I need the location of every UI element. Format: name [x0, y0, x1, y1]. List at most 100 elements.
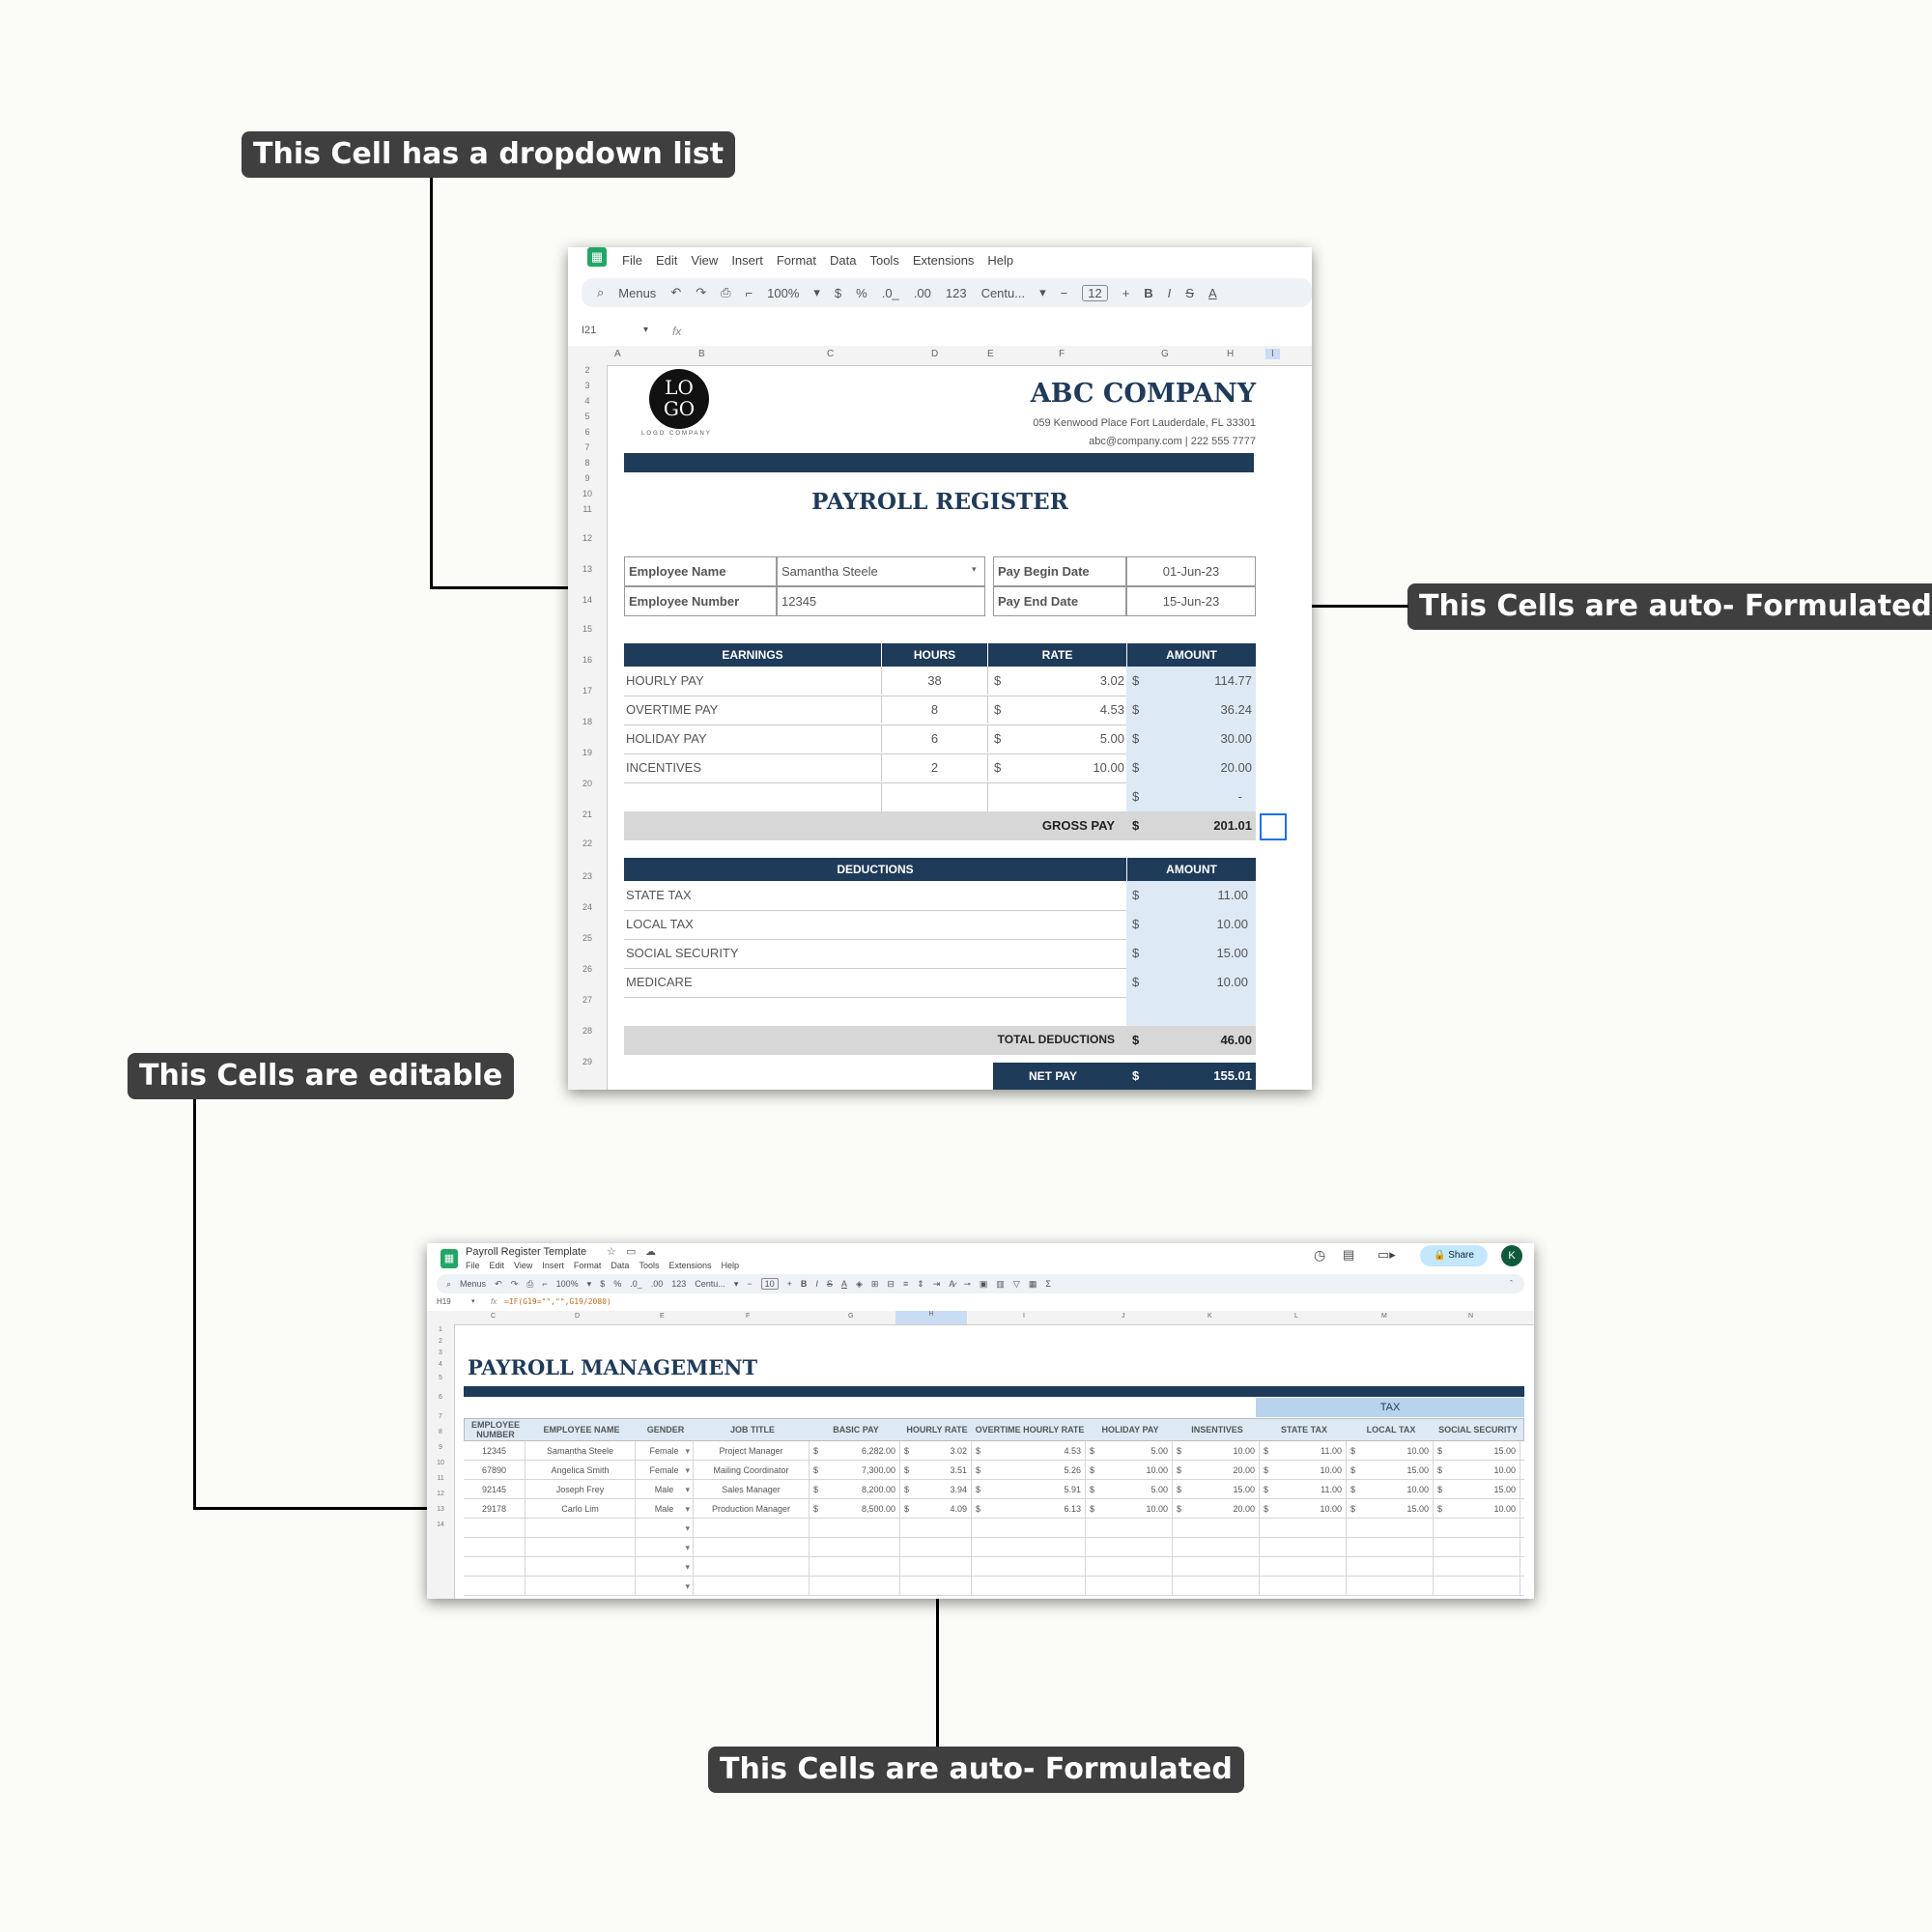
pay-end-date[interactable]: 15-Jun-23: [1126, 586, 1256, 616]
holiday-pay-cell[interactable]: [1086, 1519, 1173, 1538]
paint-format-icon[interactable]: ⌐: [745, 285, 753, 300]
row-header[interactable]: 10: [582, 489, 592, 498]
basic-pay-cell[interactable]: $7,300.00: [810, 1461, 900, 1480]
zoom-select[interactable]: 100%: [767, 285, 800, 300]
basic-pay-cell[interactable]: [810, 1557, 900, 1577]
insentives-cell[interactable]: $10.00: [1173, 1441, 1260, 1461]
chevron-down-icon[interactable]: ▾: [1039, 285, 1046, 299]
column-header[interactable]: M: [1381, 1313, 1387, 1320]
holiday-pay-cell[interactable]: $10.00: [1086, 1499, 1173, 1519]
employee-name-cell[interactable]: Samantha Steele: [526, 1441, 636, 1461]
menu-view[interactable]: View: [691, 253, 719, 268]
menu-extensions[interactable]: Extensions: [668, 1261, 712, 1270]
row-header[interactable]: 12: [437, 1491, 444, 1497]
increase-decimal-button[interactable]: .00: [913, 285, 931, 300]
state-tax-cell[interactable]: $10.00: [1260, 1461, 1347, 1480]
insentives-cell[interactable]: [1173, 1538, 1260, 1557]
increase-decimal-button[interactable]: .00: [650, 1279, 664, 1289]
font-size-increase[interactable]: +: [786, 1279, 792, 1289]
employee-name-cell[interactable]: [526, 1538, 636, 1557]
chevron-down-icon[interactable]: ▾: [685, 1504, 690, 1514]
employee-number-cell[interactable]: 92145: [464, 1480, 526, 1499]
menus-search[interactable]: Menus: [618, 285, 657, 300]
employee-number-cell[interactable]: [464, 1577, 526, 1596]
column-header[interactable]: G: [1161, 349, 1169, 359]
overtime-hourly-rate-cell[interactable]: [972, 1538, 1086, 1557]
basic-pay-cell[interactable]: [810, 1577, 900, 1596]
font-size-input[interactable]: 10: [760, 1278, 779, 1290]
hourly-rate-cell[interactable]: $4.09: [900, 1499, 972, 1519]
hourly-rate-cell[interactable]: $3.51: [900, 1461, 972, 1480]
text-color-icon[interactable]: A: [840, 1279, 847, 1289]
row-header[interactable]: 16: [582, 655, 592, 665]
menu-tools[interactable]: Tools: [869, 253, 899, 268]
row-header[interactable]: 7: [584, 442, 590, 452]
row-header[interactable]: 14: [582, 595, 592, 605]
gender-cell[interactable]: Female▾: [636, 1461, 694, 1480]
gender-cell[interactable]: ▾: [636, 1557, 694, 1577]
holiday-pay-cell[interactable]: [1086, 1538, 1173, 1557]
column-header[interactable]: H: [895, 1311, 967, 1324]
comment-icon[interactable]: ▣: [979, 1278, 988, 1289]
column-header[interactable]: C: [491, 1313, 497, 1320]
insentives-cell[interactable]: $15.00: [1173, 1480, 1260, 1499]
row-header[interactable]: 2: [584, 365, 590, 375]
deduction-label[interactable]: STATE TAX: [626, 888, 692, 902]
column-header[interactable]: I: [1023, 1313, 1025, 1320]
italic-icon[interactable]: I: [1167, 285, 1172, 300]
row-header[interactable]: 20: [582, 779, 592, 788]
holiday-pay-cell[interactable]: [1086, 1577, 1173, 1596]
comment-icon[interactable]: ▤: [1343, 1247, 1355, 1262]
row-header[interactable]: 4: [439, 1361, 442, 1368]
pay-begin-date[interactable]: 01-Jun-23: [1126, 556, 1256, 586]
earning-hours[interactable]: 38: [881, 667, 987, 695]
chevron-down-icon[interactable]: ▾: [685, 1581, 690, 1591]
search-icon[interactable]: ⌕: [446, 1278, 452, 1289]
chevron-down-icon[interactable]: ▾: [586, 1278, 592, 1289]
row-header[interactable]: 4: [584, 396, 590, 406]
earning-label[interactable]: INCENTIVES: [626, 760, 702, 775]
chevron-down-icon[interactable]: ▾: [685, 1562, 690, 1572]
local-tax-cell[interactable]: $15.00: [1347, 1499, 1434, 1519]
row-header[interactable]: 21: [582, 810, 592, 819]
local-tax-cell[interactable]: [1347, 1577, 1434, 1596]
deduction-label[interactable]: MEDICARE: [626, 975, 693, 989]
state-tax-cell[interactable]: [1260, 1557, 1347, 1577]
row-header[interactable]: 6: [439, 1394, 442, 1401]
earning-rate[interactable]: 5.00: [1099, 731, 1124, 746]
employee-number-cell[interactable]: [464, 1557, 526, 1577]
cloud-icon[interactable]: ☁: [645, 1246, 656, 1258]
earning-rate[interactable]: 10.00: [1093, 760, 1124, 775]
gender-cell[interactable]: Female▾: [636, 1441, 694, 1461]
row-header[interactable]: 17: [582, 686, 592, 696]
bold-icon[interactable]: B: [800, 1279, 808, 1289]
gender-cell[interactable]: ▾: [636, 1519, 694, 1538]
font-size-decrease[interactable]: −: [747, 1279, 753, 1289]
wrap-icon[interactable]: ⇥: [932, 1278, 941, 1289]
row-header[interactable]: 1: [439, 1326, 442, 1333]
font-size-increase[interactable]: +: [1122, 285, 1130, 300]
job-title-cell[interactable]: [694, 1577, 810, 1596]
earning-label[interactable]: OVERTIME PAY: [626, 702, 719, 717]
local-tax-cell[interactable]: $10.00: [1347, 1441, 1434, 1461]
row-header[interactable]: 11: [437, 1475, 444, 1482]
local-tax-cell[interactable]: [1347, 1519, 1434, 1538]
job-title-cell[interactable]: Project Manager: [694, 1441, 810, 1461]
menu-edit[interactable]: Edit: [489, 1261, 505, 1270]
row-header[interactable]: 22: [582, 838, 592, 848]
overtime-hourly-rate-cell[interactable]: [972, 1557, 1086, 1577]
chart-icon[interactable]: ▥: [996, 1278, 1005, 1289]
borders-icon[interactable]: ⊞: [870, 1278, 879, 1289]
row-header[interactable]: 25: [582, 933, 592, 943]
employee-number-cell[interactable]: [464, 1538, 526, 1557]
earning-rate[interactable]: [987, 782, 1126, 811]
employee-number-cell[interactable]: [464, 1519, 526, 1538]
name-box[interactable]: H19: [437, 1297, 451, 1306]
redo-icon[interactable]: ↷: [510, 1278, 519, 1289]
employee-number-cell[interactable]: 12345: [464, 1441, 526, 1461]
row-header[interactable]: 18: [582, 717, 592, 726]
overtime-hourly-rate-cell[interactable]: [972, 1577, 1086, 1596]
decrease-decimal-button[interactable]: .0_: [881, 285, 899, 300]
employee-name-cell[interactable]: [526, 1577, 636, 1596]
number-format-button[interactable]: 123: [945, 285, 967, 300]
